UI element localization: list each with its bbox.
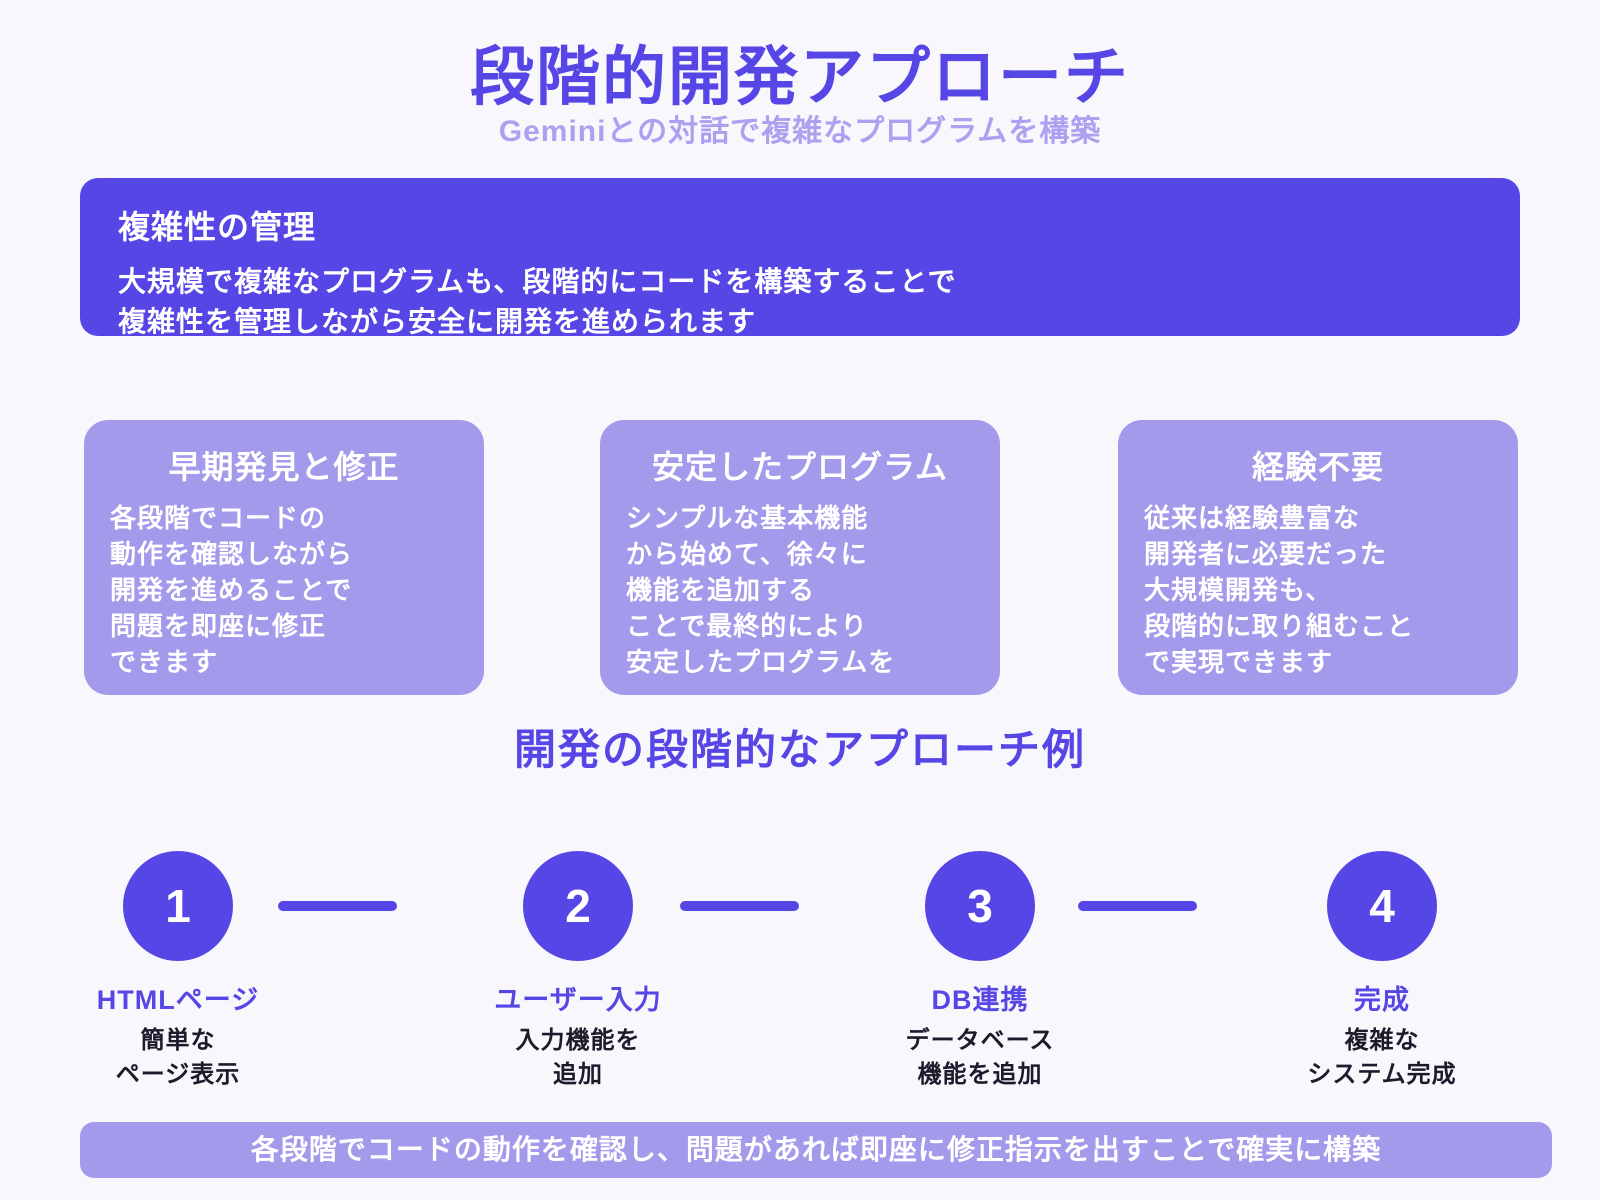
benefit-card-early-detection: 早期発見と修正 各段階でコードの 動作を確認しながら 開発を進めることで 問題を…	[84, 420, 484, 695]
benefit-card-body: シンプルな基本機能 から始めて、徐々に 機能を追加する ことで最終的により 安定…	[626, 503, 896, 677]
page-title: 段階的開発アプローチ	[470, 41, 1130, 113]
benefit-card-title: 安定したプログラム	[651, 449, 949, 485]
benefit-card-title: 経験不要	[1251, 449, 1384, 485]
benefit-card-body: 各段階でコードの 動作を確認しながら 開発を進めることで 問題を即座に修正 でき…	[110, 503, 354, 677]
step-1-number-circle: 1	[123, 851, 233, 961]
benefit-card-title: 早期発見と修正	[168, 449, 400, 485]
step-3-db-integration: 3 DB連携 データベース 機能を追加	[820, 851, 1140, 1092]
step-4-complete: 4 完成 複雑な システム完成	[1222, 851, 1542, 1092]
page-subtitle: Geminiとの対話で複雑なプログラムを構築	[498, 115, 1102, 148]
step-connector-1	[278, 901, 397, 911]
benefit-card-body: 従来は経験豊富な 開発者に必要だった 大規模開発も、 段階的に取り組むこと で実…	[1144, 503, 1415, 677]
step-connector-3	[1078, 901, 1197, 911]
steps-section-title: 開発の段階的なアプローチ例	[513, 726, 1086, 773]
step-2-label: ユーザー入力	[494, 985, 662, 1015]
step-4-label: 完成	[1354, 985, 1410, 1015]
step-1-html-page: 1 HTMLページ 簡単な ページ表示	[18, 851, 338, 1092]
footer-note-text: 各段階でコードの動作を確認し、問題があれば即座に修正指示を出すことで確実に構築	[250, 1134, 1382, 1165]
step-3-label: DB連携	[931, 985, 1029, 1015]
step-1-label: HTMLページ	[96, 985, 260, 1015]
benefit-card-no-experience: 経験不要 従来は経験豊富な 開発者に必要だった 大規模開発も、 段階的に取り組む…	[1118, 420, 1518, 695]
complexity-banner-card: 複雑性の管理 大規模で複雑なプログラムも、段階的にコードを構築することで 複雑性…	[80, 178, 1520, 337]
banner-title: 複雑性の管理	[118, 209, 317, 245]
step-3-number-circle: 3	[925, 851, 1035, 961]
benefit-card-stable-program: 安定したプログラム シンプルな基本機能 から始めて、徐々に 機能を追加する こと…	[600, 420, 1000, 695]
banner-body: 大規模で複雑なプログラムも、段階的にコードを構築することで 複雑性を管理しながら…	[118, 266, 957, 337]
step-connector-2	[680, 901, 799, 911]
footer-note-bar: 各段階でコードの動作を確認し、問題があれば即座に修正指示を出すことで確実に構築	[80, 1122, 1552, 1178]
step-4-number-circle: 4	[1327, 851, 1437, 961]
step-2-number-circle: 2	[523, 851, 633, 961]
step-4-description: 複雑な システム完成	[1307, 1027, 1457, 1088]
step-1-description: 簡単な ページ表示	[115, 1027, 241, 1088]
step-2-user-input: 2 ユーザー入力 入力機能を 追加	[418, 851, 738, 1092]
step-2-description: 入力機能を 追加	[515, 1027, 641, 1088]
step-3-description: データベース 機能を追加	[905, 1027, 1055, 1088]
